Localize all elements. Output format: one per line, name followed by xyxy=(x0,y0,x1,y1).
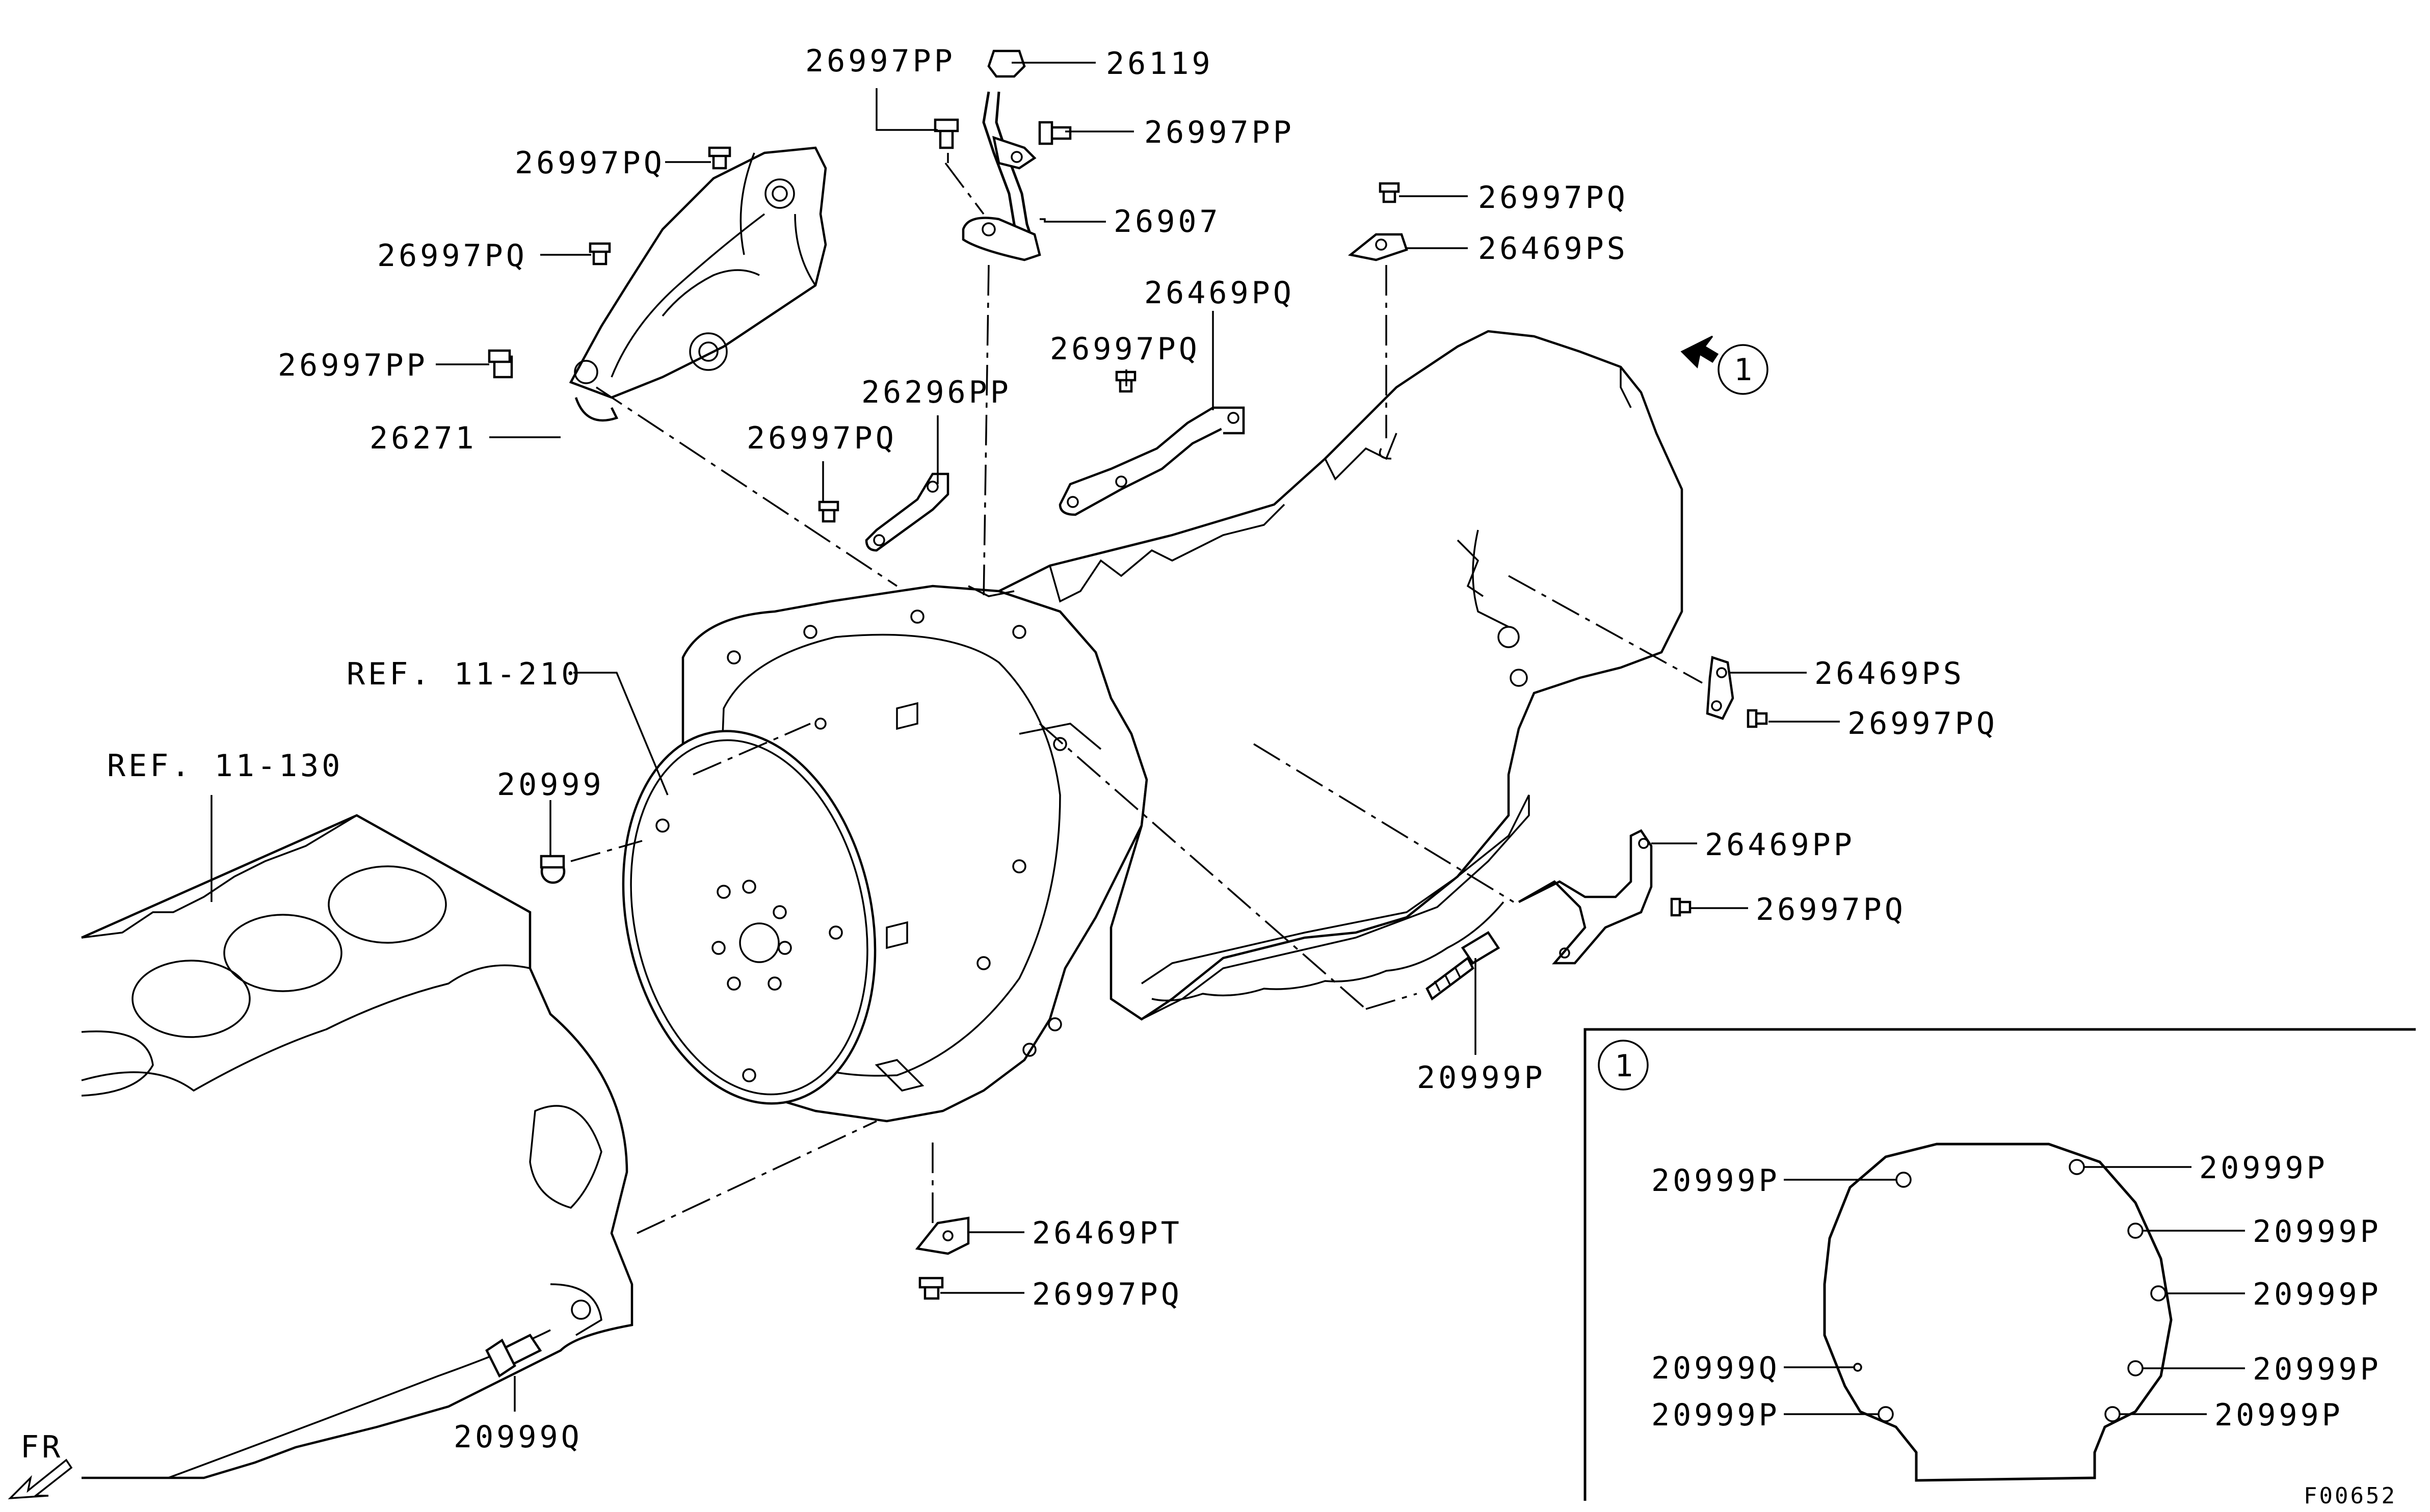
detail-label-20999P: 20999P xyxy=(2199,1150,2328,1186)
callout-26469PS: 26469PS xyxy=(1814,656,1965,692)
detail-label-20999Q: 20999Q xyxy=(1651,1350,1780,1386)
callout-labels: 26997PP 26119 26997PP 26907 26997PQ 2699… xyxy=(107,43,1998,1455)
callout-26119: 26119 xyxy=(1106,46,1213,82)
bracket-26296PP xyxy=(865,472,949,552)
engine-block xyxy=(81,814,633,1479)
callout-26997PQ: 26997PQ xyxy=(1032,1277,1182,1312)
callout-26296PP: 26296PP xyxy=(861,375,1012,410)
callout-20999: 20999 xyxy=(497,767,604,803)
callout-20999Q: 20999Q xyxy=(454,1419,583,1455)
callout-26997PQ: 26997PQ xyxy=(377,238,527,274)
callout-ref-11-210: REF. 11-210 xyxy=(347,656,583,692)
leader-lines xyxy=(210,62,1840,1412)
bolt-icon xyxy=(485,1334,542,1378)
front-label: FR xyxy=(20,1429,63,1465)
bolts xyxy=(485,118,1768,1378)
callout-26271: 26271 xyxy=(369,420,477,456)
callout-ref-11-130: REF. 11-130 xyxy=(107,748,343,784)
callout-26469PT: 26469PT xyxy=(1032,1215,1182,1251)
bolt-icon xyxy=(1038,121,1072,145)
bolt-icon xyxy=(818,500,839,523)
callout-20999P: 20999P xyxy=(1417,1060,1546,1096)
bolt-icon xyxy=(708,146,731,170)
callout-26997PQ: 26997PQ xyxy=(1050,331,1200,367)
detail-label-20999P: 20999P xyxy=(1651,1163,1780,1199)
callout-26469PS: 26469PS xyxy=(1478,231,1628,267)
bracket-26469PS-right xyxy=(1706,655,1734,720)
front-arrow-icon xyxy=(8,1458,73,1500)
callout-26997PQ: 26997PQ xyxy=(515,145,665,181)
detail-label-20999P: 20999P xyxy=(2253,1214,2382,1250)
detail-label-20999P: 20999P xyxy=(2253,1277,2382,1312)
view-arrow: 1 xyxy=(1680,335,1768,395)
detail-inset-labels: 20999P 20999P 20999P 20999P 20999Q 20999… xyxy=(1651,1150,2382,1433)
callout-26997PQ: 26997PQ xyxy=(1756,892,1906,927)
callout-26997PQ: 26997PQ xyxy=(1847,706,1998,741)
detail-label-20999P: 20999P xyxy=(2214,1397,2343,1433)
bolt-icon xyxy=(589,242,611,266)
bolt-icon xyxy=(934,118,959,149)
bracket-26469PS-top xyxy=(1348,233,1408,261)
center-lines xyxy=(570,153,1703,1234)
bracket-26469PQ xyxy=(1059,406,1245,516)
callout-26469PP: 26469PP xyxy=(1705,827,1855,863)
callout-26997PQ: 26997PQ xyxy=(747,420,897,456)
callout-26469PQ: 26469PQ xyxy=(1144,275,1295,311)
bolt-icon xyxy=(1670,897,1692,917)
detail-inset: 1 xyxy=(1583,1028,2416,1501)
drive-plate xyxy=(622,730,877,1105)
callout-26997PQ: 26997PQ xyxy=(1478,180,1628,216)
bolt-icon xyxy=(1747,709,1768,728)
detail-inset-marker: 1 xyxy=(1615,1048,1636,1084)
filler-tube xyxy=(962,49,1041,261)
callout-26997PP: 26997PP xyxy=(278,348,428,383)
bolt-icon xyxy=(1379,182,1400,203)
heat-shield xyxy=(569,146,827,422)
bolt-icon xyxy=(488,349,513,379)
bolt-icon xyxy=(540,855,566,884)
figure-code: F00652 xyxy=(2304,1483,2397,1509)
callout-26907: 26907 xyxy=(1114,204,1221,240)
callout-26997PP: 26997PP xyxy=(1144,115,1295,150)
detail-marker-label: 1 xyxy=(1734,352,1755,388)
bracket-26469PT xyxy=(915,1216,970,1255)
long-bolt-icon xyxy=(1425,931,1500,1001)
detail-label-20999P: 20999P xyxy=(2253,1351,2382,1387)
bolt-icon xyxy=(918,1277,944,1300)
detail-label-20999P: 20999P xyxy=(1651,1397,1780,1433)
bracket-26469PP xyxy=(1518,829,1653,965)
callout-26997PP: 26997PP xyxy=(805,43,956,79)
